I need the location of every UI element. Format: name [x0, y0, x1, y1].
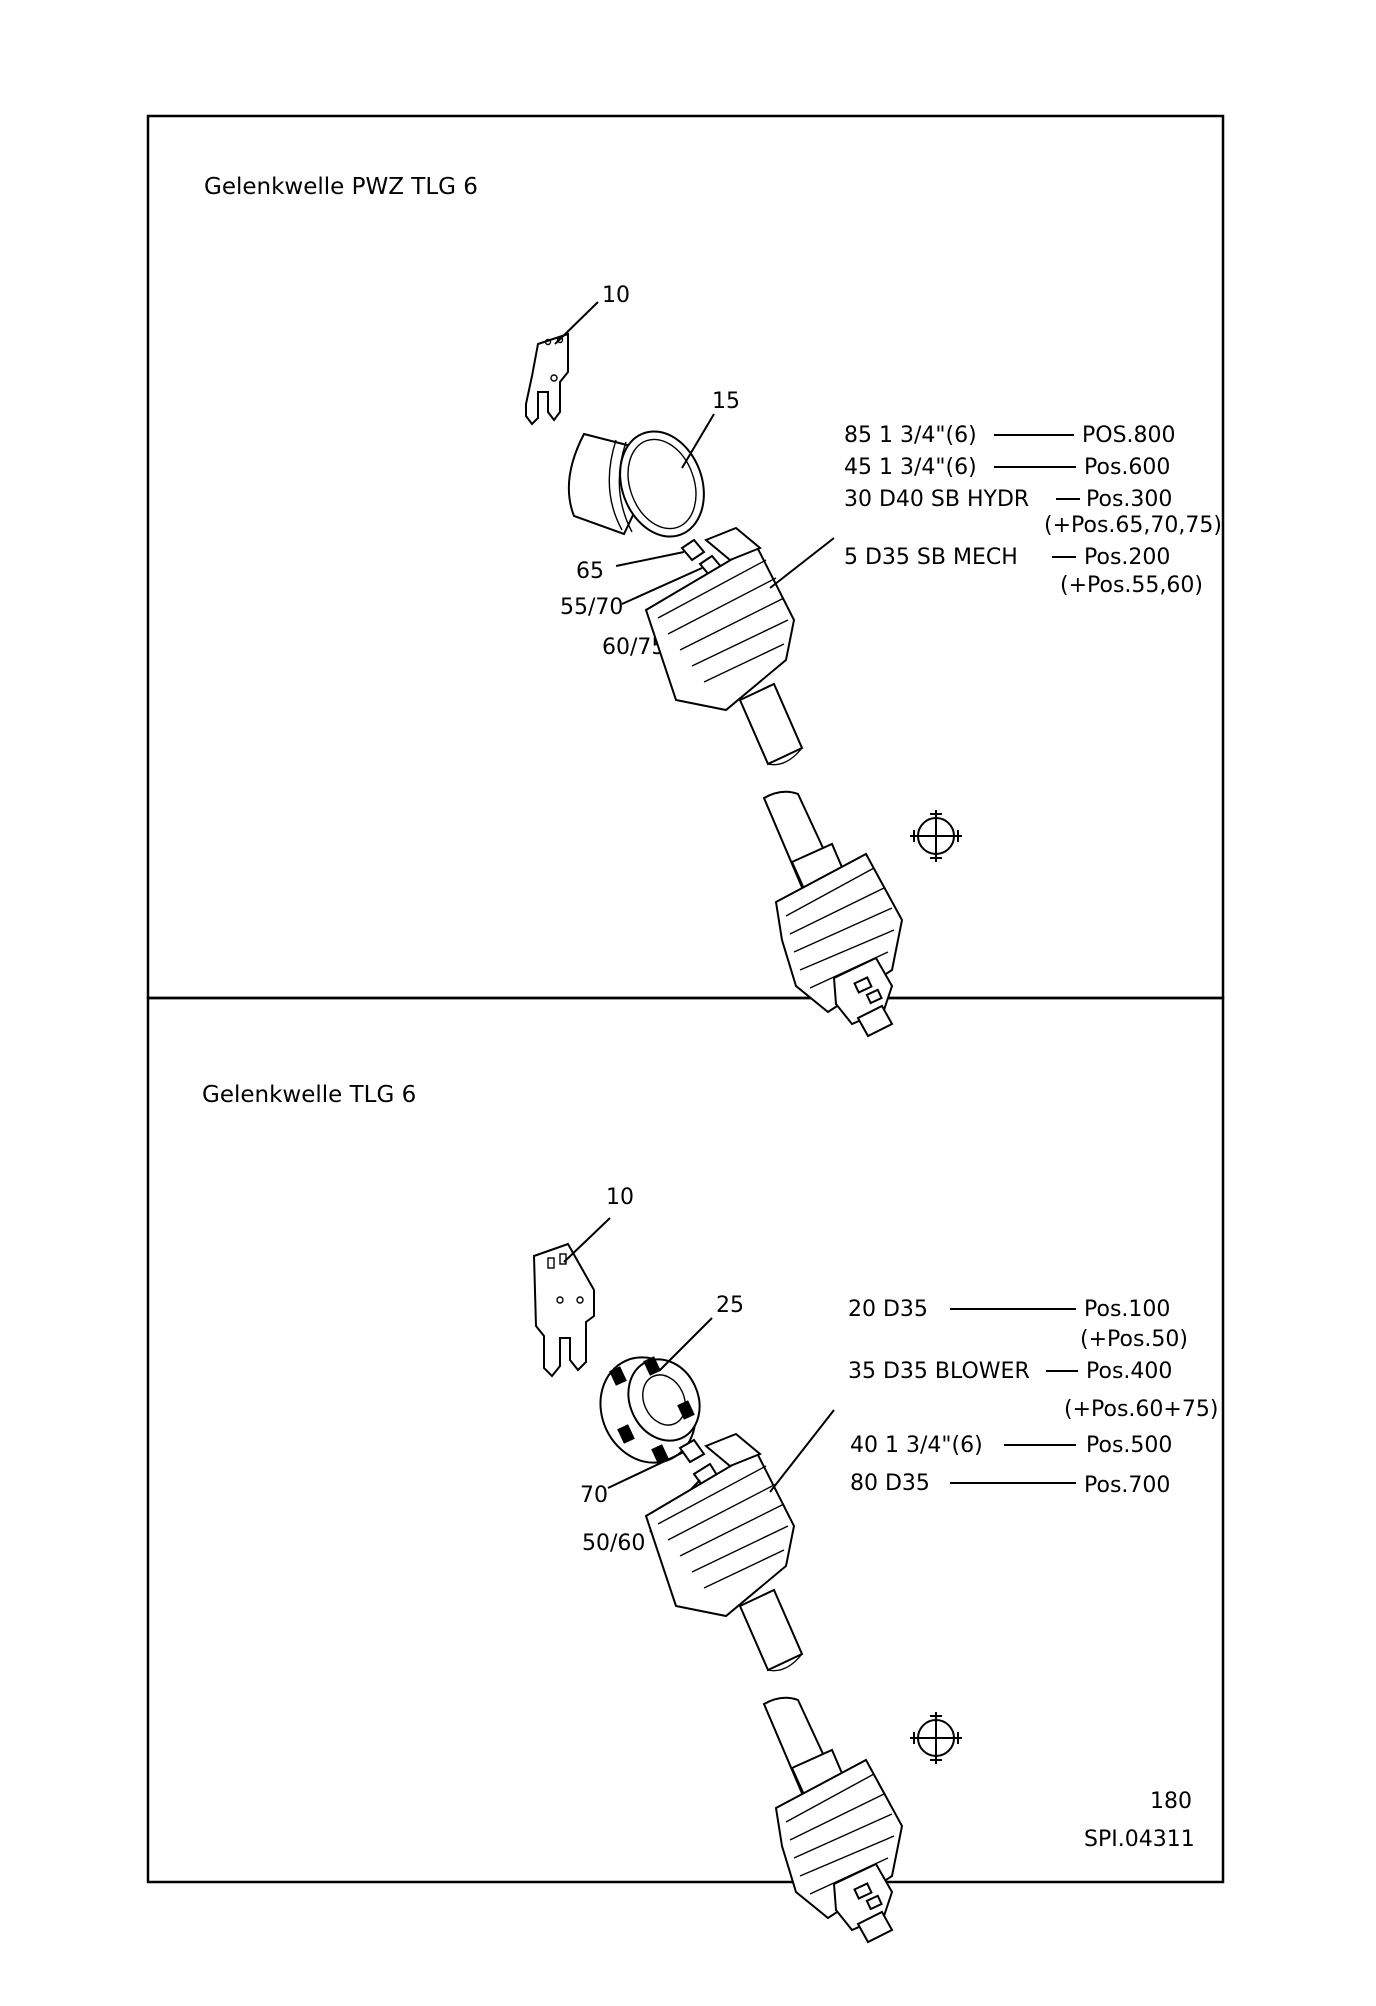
variant-pos: Pos.100 — [1084, 1297, 1170, 1322]
leader-15 — [681, 413, 715, 469]
variant-pos: Pos.600 — [1084, 455, 1170, 480]
variant-list-bottom: 20 D35 Pos.100 (+Pos.50) 35 D35 BLOWER P… — [848, 1297, 1218, 1498]
callout-50-60: 50/60 — [582, 1531, 645, 1556]
variant-pos: Pos.300 — [1086, 487, 1172, 512]
variant-note: (+Pos.60+75) — [1064, 1397, 1218, 1422]
small-part-65 — [680, 538, 706, 562]
top-panel-title: Gelenkwelle PWZ TLG 6 — [204, 174, 478, 200]
callout-70: 70 — [580, 1483, 608, 1508]
callout-10-bottom: 10 — [606, 1185, 634, 1210]
variant-pos: Pos.700 — [1084, 1473, 1170, 1498]
callout-25: 25 — [716, 1293, 744, 1318]
bottom-panel-frame — [146, 996, 1225, 1884]
guard-ring-part-15 — [567, 430, 705, 538]
drive-shaft-bottom — [645, 1433, 903, 1943]
variant-note: (+Pos.65,70,75) — [1044, 513, 1222, 538]
variant-code: 5 D35 SB MECH — [844, 545, 1018, 570]
variant-code: 85 1 3/4"(6) — [844, 423, 977, 448]
page-number: 180 — [1150, 1789, 1192, 1814]
bracket-part-10 — [532, 1242, 595, 1378]
spline-symbol-bottom — [909, 1711, 963, 1765]
callout-65: 65 — [576, 559, 604, 584]
cam-clutch-part-25 — [599, 1356, 701, 1464]
leader-10-top — [554, 301, 599, 345]
variant-list-top: 85 1 3/4"(6) POS.800 45 1 3/4"(6) Pos.60… — [844, 423, 1222, 598]
drive-shaft-top — [645, 527, 903, 1037]
variant-code: 80 D35 — [850, 1471, 930, 1496]
variant-pos: Pos.200 — [1084, 545, 1170, 570]
bottom-panel-title: Gelenkwelle TLG 6 — [202, 1082, 416, 1108]
variant-pos: Pos.400 — [1086, 1359, 1172, 1384]
variant-code: 35 D35 BLOWER — [848, 1359, 1030, 1384]
variant-note: (+Pos.50) — [1080, 1327, 1188, 1352]
variant-code: 30 D40 SB HYDR — [844, 487, 1029, 512]
spline-symbol-top — [909, 809, 963, 863]
callout-55-70: 55/70 — [560, 595, 623, 620]
small-part-70 — [678, 1438, 706, 1464]
leader-65 — [615, 551, 685, 567]
variant-code: 40 1 3/4"(6) — [850, 1433, 983, 1458]
document-id: SPI.04311 — [1084, 1827, 1195, 1852]
leader-55-70 — [621, 567, 703, 605]
leader-25 — [659, 1317, 713, 1371]
variant-code: 20 D35 — [848, 1297, 928, 1322]
variant-pos: Pos.500 — [1086, 1433, 1172, 1458]
leader-shaft-bottom — [769, 1409, 835, 1493]
bracket-part-10 — [525, 332, 569, 426]
variant-pos: POS.800 — [1082, 423, 1176, 448]
leader-10-bottom — [563, 1217, 611, 1263]
leader-shaft-top — [769, 537, 835, 589]
variant-code: 45 1 3/4"(6) — [844, 455, 977, 480]
callout-15: 15 — [712, 389, 740, 414]
variant-note: (+Pos.55,60) — [1060, 573, 1203, 598]
leader-70 — [607, 1451, 685, 1489]
callout-10-top: 10 — [602, 283, 630, 308]
